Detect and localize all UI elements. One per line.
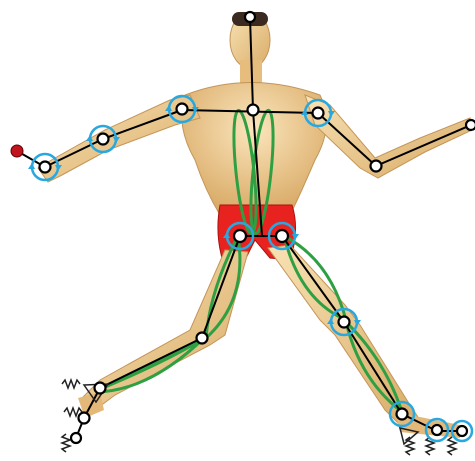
end-effector-icon <box>11 145 23 157</box>
spring-icon <box>62 380 80 388</box>
left-shin-muscle <box>98 338 204 392</box>
joint-right-shoulder <box>313 108 324 119</box>
joint-right-knee <box>339 317 350 328</box>
joint-right-elbow <box>371 161 382 172</box>
joint-right-ankle <box>397 409 408 420</box>
joint-pelvis-left <box>234 230 246 242</box>
bone-right-shin <box>344 322 402 414</box>
joint-left-heel <box>79 413 90 424</box>
joint-right-toe-1 <box>432 425 442 435</box>
bone-left-shin <box>100 338 202 388</box>
joint-left-elbow <box>98 134 109 145</box>
joint-left-knee <box>197 333 208 344</box>
spring-icon <box>448 437 456 455</box>
joint-pelvis-right <box>276 230 288 242</box>
joint-head <box>245 12 255 22</box>
joint-left-wrist <box>40 162 51 173</box>
joint-left-toe <box>71 433 81 443</box>
joint-right-toe-2 <box>457 426 467 436</box>
spring-icon <box>62 434 70 452</box>
bone-right-forearm <box>376 125 471 166</box>
joint-left-ankle <box>95 383 106 394</box>
torso-shape <box>182 83 327 216</box>
joint-right-wrist <box>466 120 475 130</box>
joint-chest <box>248 105 259 116</box>
joint-left-shoulder <box>177 104 188 115</box>
